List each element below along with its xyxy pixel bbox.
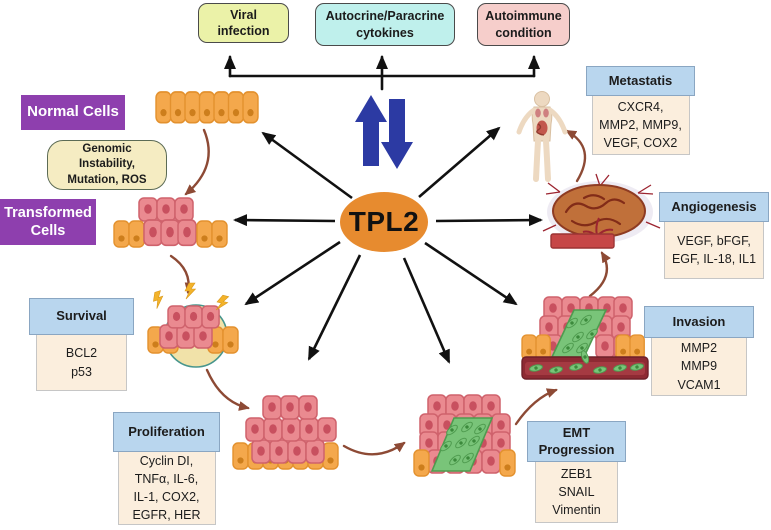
invasion-genes: MMP2 MMP9 VCAM1: [651, 337, 747, 396]
emt-title: EMT Progression: [527, 421, 626, 462]
cause-autoimmune: Autoimmune condition: [477, 3, 570, 46]
metastasis-title: Metastatis: [586, 66, 695, 96]
emt-mass-illustration: [413, 394, 516, 477]
survival-genes: BCL2 p53: [36, 334, 127, 391]
transformed-cells-label: Transformed Cells: [0, 199, 96, 245]
survival-stress-illustration: [147, 282, 239, 368]
emt-panel: EMT Progression ZEB1 SNAIL Vimentin: [527, 421, 626, 523]
metastasis-genes: CXCR4, MMP2, MMP9, VEGF, COX2: [591, 95, 690, 155]
angiogenesis-tumor-illustration: [542, 173, 661, 249]
genomic-instability-note: Genomic Instability, Mutation, ROS: [47, 140, 167, 190]
human-body-icon: [516, 91, 568, 182]
tpl2-effect-arrows: [233, 126, 543, 364]
proliferation-panel: Proliferation Cyclin DI, TNFα, IL-6, IL-…: [113, 412, 220, 525]
normal-epithelium-illustration: [155, 91, 259, 124]
emt-genes: ZEB1 SNAIL Vimentin: [535, 461, 618, 523]
survival-title: Survival: [29, 298, 134, 335]
metastasis-panel: Metastatis CXCR4, MMP2, MMP9, VEGF, COX2: [586, 66, 695, 155]
angiogenesis-title: Angiogenesis: [659, 192, 769, 222]
tpl2-hub: TPL2: [340, 192, 428, 252]
cause-viral-infection: Viral infection: [198, 3, 289, 43]
proliferation-genes: Cyclin DI, TNFα, IL-6, IL-1, COX2, EGFR,…: [117, 451, 216, 525]
invasion-panel: Invasion MMP2 MMP9 VCAM1: [644, 306, 754, 396]
invasion-illustration: [521, 296, 649, 380]
survival-panel: Survival BCL2 p53: [29, 298, 134, 391]
proliferation-title: Proliferation: [113, 412, 220, 452]
proliferation-mass-illustration: [232, 395, 339, 470]
angiogenesis-genes: VEGF, bFGF, EGF, IL-18, IL1: [664, 221, 764, 279]
causes-bracket-arrows: [224, 55, 540, 91]
transformed-cells-illustration: [113, 197, 228, 248]
lightning-icon: [184, 282, 196, 300]
angiogenesis-panel: Angiogenesis VEGF, bFGF, EGF, IL-18, IL1: [659, 192, 769, 279]
cause-cytokines: Autocrine/Paracrine cytokines: [315, 3, 455, 46]
normal-cells-label: Normal Cells: [21, 95, 125, 130]
progression-arrows: [169, 128, 611, 456]
bidirectional-arrow-icon: [355, 95, 413, 169]
lightning-icon: [214, 293, 230, 313]
invasion-title: Invasion: [644, 306, 754, 338]
lightning-icon: [150, 290, 167, 310]
